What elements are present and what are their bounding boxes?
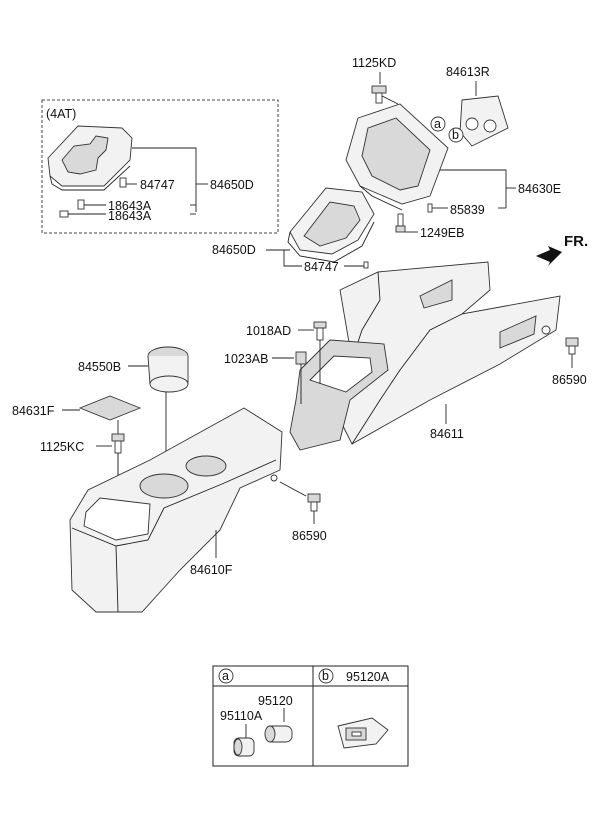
switch-panel-84613r: [459, 95, 509, 147]
part-label-84630e: 84630E: [518, 182, 561, 196]
usb-jack-95120a: [337, 717, 389, 749]
part-label-84747-4at: 84747: [140, 178, 175, 192]
clip-84747-mid: [363, 261, 369, 269]
callout-a-label: a: [434, 117, 441, 131]
cigar-lighter-95110a: [233, 737, 255, 757]
part-label-1125kc: 1125KC: [40, 440, 84, 454]
shifter-bezel-4at: [47, 125, 133, 191]
clip-84747-4at: [119, 177, 127, 188]
console-mount-bracket: [289, 339, 389, 451]
part-label-84613r: 84613R: [446, 65, 490, 79]
part-label-86590-right: 86590: [552, 373, 587, 387]
part-label-1125kd: 1125KD: [352, 56, 396, 70]
shifter-bezel-84650d: [287, 187, 375, 263]
detail-cell-b-part: 95120A: [346, 670, 390, 684]
rear-console-84610f: [69, 407, 283, 613]
console-upper-bracket-84630e: [345, 103, 449, 211]
power-outlet-95120: [264, 725, 293, 743]
screw-1249eb: [395, 213, 406, 233]
detail-cell-b-tag: b: [322, 669, 329, 683]
detail-cell-b-tag-icon: [318, 668, 334, 684]
screw-1125kd: [371, 85, 387, 104]
4at-variant-box: [41, 99, 279, 234]
part-label-84650d-4at: 84650D: [210, 178, 254, 192]
part-label-18643a-lower: 18643A: [108, 209, 152, 223]
detail-cell-a-part-95110a: 95110A: [220, 709, 263, 723]
part-label-84747-mid: 84747: [304, 260, 339, 274]
front-direction-label: FR.: [564, 233, 588, 250]
clip-86590-right: [565, 337, 579, 355]
part-label-84550b: 84550B: [78, 360, 121, 374]
screw-1125kc: [111, 433, 125, 454]
clip-18643a-upper: [77, 199, 85, 210]
nut-1023ab: [295, 351, 307, 365]
cup-holder-84550b: [147, 346, 189, 393]
part-label-84631f: 84631F: [12, 404, 55, 418]
part-label-18643a-upper: 18643A: [108, 199, 152, 213]
part-label-84611: 84611: [430, 427, 464, 441]
callout-b-label: b: [452, 128, 459, 142]
screw-1018ad: [313, 321, 327, 341]
part-label-86590-center: 86590: [292, 529, 327, 543]
clip-85839: [427, 203, 433, 213]
part-label-84610f: 84610F: [190, 563, 233, 577]
part-label-85839: 85839: [450, 203, 485, 217]
detail-table: [212, 665, 409, 767]
variant-label: (4AT): [46, 107, 76, 121]
detail-cell-a-part-95120: 95120: [258, 694, 293, 708]
clip-86590-center: [307, 493, 321, 512]
callout-b-icon: [448, 127, 464, 143]
clip-18643a-lower: [59, 210, 69, 218]
part-label-1249eb: 1249EB: [420, 226, 464, 240]
detail-cell-a-tag-icon: [218, 668, 234, 684]
part-label-84650d-mid: 84650D: [212, 243, 256, 257]
tray-mat-84631f: [78, 395, 142, 421]
clip-86590-center-hole: [270, 474, 278, 482]
front-direction-arrow-icon: [536, 246, 562, 266]
callout-a-icon: [430, 116, 446, 132]
detail-cell-a-tag: a: [222, 669, 229, 683]
part-label-1023ab: 1023AB: [224, 352, 268, 366]
part-label-1018ad: 1018AD: [246, 324, 291, 338]
